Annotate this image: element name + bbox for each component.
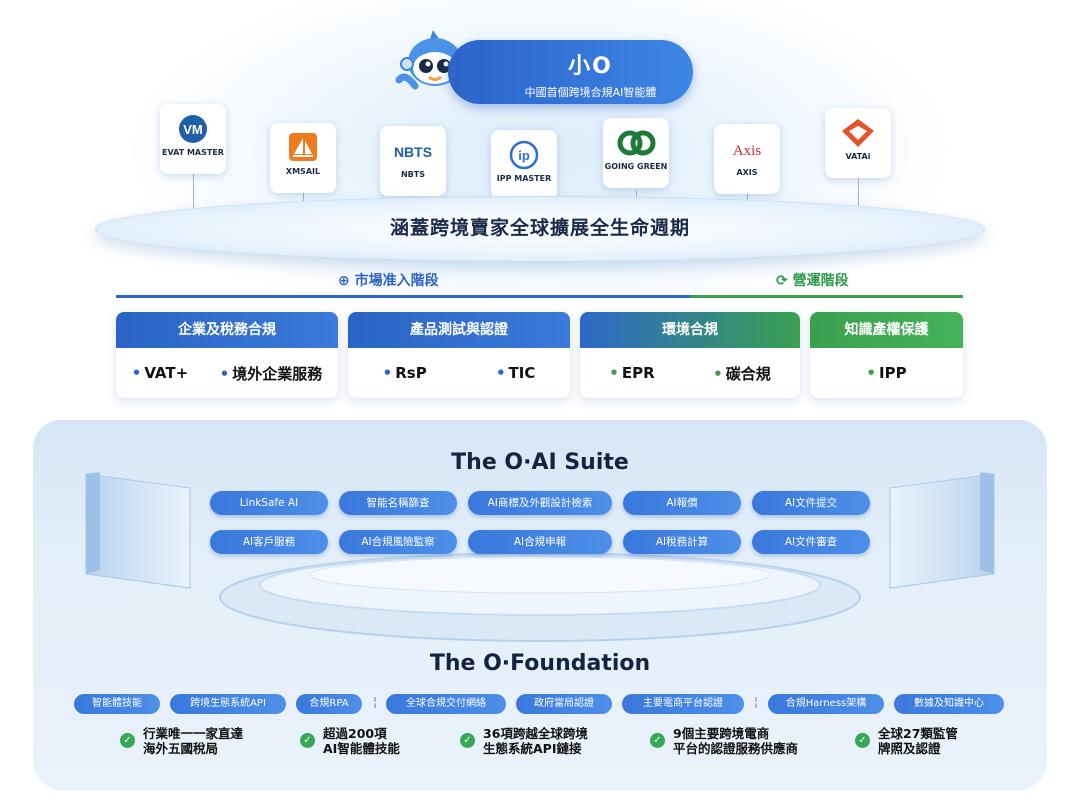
- foundation-item[interactable]: 跨境生態系統API: [170, 694, 286, 714]
- suite-item[interactable]: AI合規申報: [468, 530, 612, 554]
- brand-name: AXIS: [736, 168, 758, 177]
- category-title: 知識產權保護: [810, 312, 963, 348]
- suite-item[interactable]: 智能名稱篩查: [339, 491, 457, 515]
- stage-market-entry-label: 市場准入階段: [354, 273, 439, 289]
- svg-text:VM: VM: [183, 122, 203, 137]
- brand-card-xmsail[interactable]: XMSAIL: [270, 123, 336, 193]
- brand-card-evat-master[interactable]: VM EVAT MASTER: [160, 104, 226, 174]
- foundation-item[interactable]: 主要電商平台認證: [622, 694, 744, 714]
- platform-shape: [219, 552, 861, 642]
- brand-name: NBTS: [400, 170, 425, 179]
- brand-card-ipp-master[interactable]: ip IPP MASTER: [491, 130, 557, 200]
- separator: ¦: [373, 695, 378, 709]
- right-wing-shape: [889, 472, 995, 589]
- category-item: •EPR: [609, 364, 655, 382]
- foundation-item[interactable]: 全球合規交付網絡: [386, 694, 506, 714]
- suite-item[interactable]: AI稅務計算: [623, 530, 741, 554]
- foundation-item[interactable]: 合規Harness架構: [768, 694, 884, 714]
- brand-name: GOING GREEN: [604, 162, 668, 171]
- suite-item[interactable]: AI客戶服務: [210, 530, 328, 554]
- check-icon: ✓: [120, 733, 135, 748]
- left-wing-shape: [85, 472, 191, 589]
- brand-card-nbts[interactable]: NBTS NBTS: [380, 126, 446, 196]
- category-title: 產品測試與認證: [348, 312, 570, 348]
- suite-title: The O·AI Suite: [451, 450, 629, 475]
- svg-text:NBTS: NBTS: [394, 144, 432, 160]
- category-item: •VAT+: [131, 364, 189, 382]
- category-item: •境外企業服務: [219, 364, 323, 383]
- vm-logo-icon: VM: [179, 115, 207, 143]
- stage-operation-label: 營運階段: [792, 273, 849, 289]
- lifecycle-disc: [95, 196, 985, 262]
- suite-item[interactable]: AI合規風險監察: [339, 530, 457, 554]
- arrow-circle-icon: ⊕: [338, 273, 355, 289]
- foundation-item[interactable]: 政府當局認證: [516, 694, 612, 714]
- foundation-title: The O·Foundation: [429, 651, 651, 676]
- mascot-icon: [395, 30, 470, 106]
- category-item: •碳合規: [713, 364, 771, 383]
- category-card-environment[interactable]: 環境合規 •EPR •碳合規: [580, 312, 800, 398]
- stem-line: [193, 173, 194, 231]
- brand-name: VATAi: [845, 152, 871, 161]
- feature-item: ✓ 行業唯一一家直達海外五國稅局: [120, 726, 243, 756]
- separator: ¦: [754, 695, 759, 709]
- stage-operation: ⟳ 營運階段: [776, 270, 849, 290]
- check-icon: ✓: [460, 733, 475, 748]
- check-icon: ✓: [650, 733, 665, 748]
- suite-item[interactable]: LinkSafe AI: [210, 491, 328, 515]
- agent-title-pill: 小O 中國首個跨境合規AI智能體: [448, 40, 693, 104]
- ip-logo-icon: ip: [509, 140, 539, 170]
- category-title: 環境合規: [580, 312, 800, 348]
- brand-name: EVAT MASTER: [162, 148, 224, 157]
- category-card-ip[interactable]: 知識產權保護 •IPP: [810, 312, 963, 398]
- axis-logo-icon: Axis: [733, 143, 762, 159]
- brand-card-going-green[interactable]: GOING GREEN: [603, 118, 669, 188]
- suite-item[interactable]: AI報價: [623, 491, 741, 515]
- foundation-item[interactable]: 合規RPA: [296, 694, 362, 714]
- foundation-item[interactable]: 智能體技能: [74, 694, 160, 714]
- check-icon: ✓: [300, 733, 315, 748]
- category-card-tax[interactable]: 企業及稅務合規 •VAT+ •境外企業服務: [116, 312, 338, 398]
- agent-subtitle: 中國首個跨境合規AI智能體: [524, 86, 657, 99]
- sail-logo-icon: [289, 133, 317, 161]
- category-item: •IPP: [866, 364, 907, 382]
- lifecycle-label: 涵蓋跨境賣家全球擴展全生命週期: [389, 217, 690, 239]
- feature-item: ✓ 9個主要跨境電商平台的認證服務供應商: [650, 726, 798, 756]
- stage-bar-operation: [690, 295, 963, 298]
- stage-bar-market-entry: [116, 295, 690, 298]
- category-card-testing[interactable]: 產品測試與認證 •RsP •TIC: [348, 312, 570, 398]
- brand-name: IPP MASTER: [496, 174, 552, 183]
- feature-item: ✓ 全球27類監管牌照及認證: [855, 726, 958, 756]
- nbts-logo-icon: NBTS: [394, 144, 432, 160]
- suite-item[interactable]: AI文件審查: [752, 530, 870, 554]
- check-icon: ✓: [855, 733, 870, 748]
- brand-card-axis[interactable]: Axis AXIS: [714, 124, 780, 194]
- feature-item: ✓ 36項跨越全球跨境生態系統API鏈接: [460, 726, 588, 756]
- suite-item[interactable]: AI文件提交: [752, 491, 870, 515]
- refresh-icon: ⟳: [776, 273, 793, 289]
- foundation-item[interactable]: 數據及知識中心: [894, 694, 1004, 714]
- svg-text:ip: ip: [518, 148, 530, 163]
- brand-name: XMSAIL: [285, 167, 321, 176]
- stage-market-entry: ⊕ 市場准入階段: [338, 270, 439, 290]
- agent-title: 小O: [568, 54, 613, 79]
- brand-card-vatai[interactable]: VATAi: [825, 108, 891, 178]
- suite-item[interactable]: AI商標及外觀設計檢索: [468, 491, 612, 515]
- svg-text:Axis: Axis: [733, 143, 762, 159]
- gg-logo-icon: [617, 130, 656, 156]
- category-item: •TIC: [495, 364, 536, 382]
- category-item: •RsP: [382, 364, 427, 382]
- vatai-logo-icon: [842, 119, 874, 147]
- category-title: 企業及稅務合規: [116, 312, 338, 348]
